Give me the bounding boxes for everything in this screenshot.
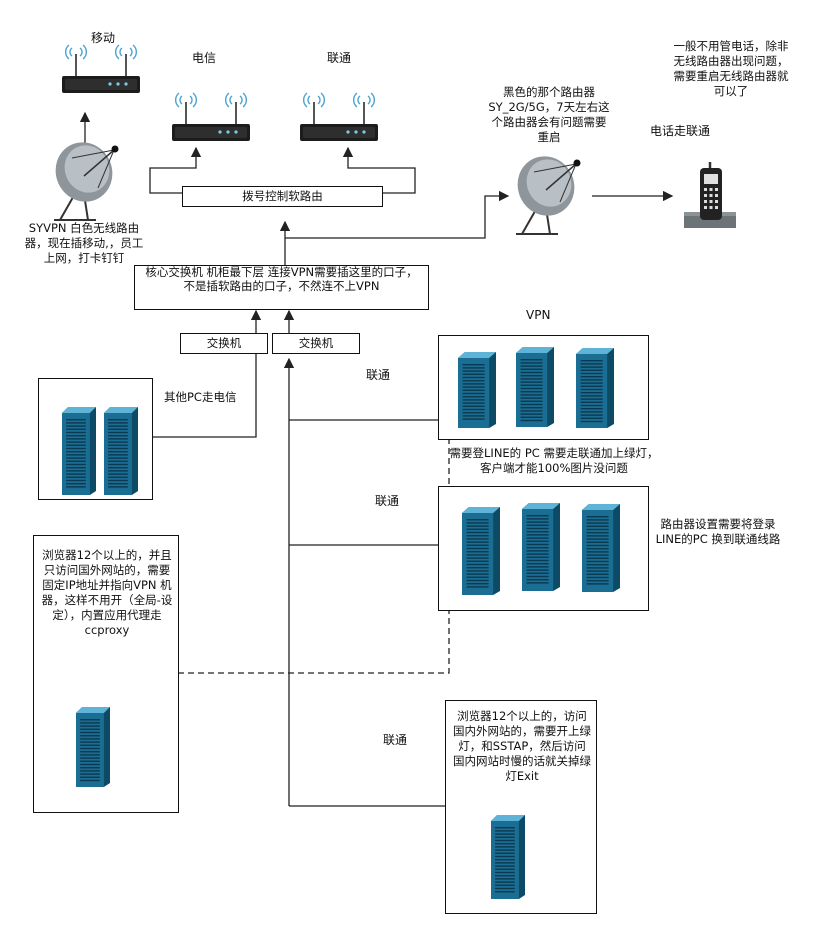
black-router-dish-icon (516, 156, 581, 235)
label-unicom-linepc: 联通 (375, 494, 400, 508)
server-icon (458, 352, 496, 428)
vpn-title: VPN (526, 308, 551, 322)
server-icon (522, 503, 560, 591)
label-telecom: 电信 (192, 51, 217, 65)
browser-sstap-note: 浏览器12个以上的，访问国内外网站的，需要开上绿灯，和SSTAP，然后访问国内网… (453, 709, 591, 783)
label-unicom-vpn: 联通 (366, 368, 391, 382)
telecom-router-icon (172, 92, 250, 141)
server-icon (462, 507, 500, 595)
switch-left-box (180, 333, 268, 354)
phone-unicom-label: 电话走联通 (650, 124, 711, 138)
server-icon (576, 348, 614, 428)
switch-left-label: 交换机 (206, 336, 242, 350)
line-otherpc-to-switch (153, 354, 257, 438)
other-pc-label: 其他PC走电信 (164, 390, 237, 404)
line-router-to-unicom (342, 146, 416, 194)
core-switch-box (134, 265, 429, 310)
unicom-router-icon (300, 92, 378, 141)
dial-router-label: 拨号控制软路由 (242, 189, 323, 203)
label-unicom-sstap: 联通 (383, 733, 408, 747)
switch-right-label: 交换机 (298, 336, 334, 350)
dial-router-box (182, 186, 383, 207)
mobile-router-icon (62, 44, 140, 93)
line-core-to-dish (285, 190, 510, 239)
browser-fixed-ip-note: 浏览器12个以上的，并且只访问国外网站的，需要固定IP地址并指向VPN 机器，这… (41, 548, 173, 637)
core-switch-label: 核心交换机 机柜最下层 连接VPN需要插这里的口子，不是插软路由的口子，不然连不… (145, 265, 418, 293)
telephone-icon (684, 162, 736, 228)
line-router-to-telecom (149, 146, 202, 194)
server-icon (104, 407, 138, 495)
router-setting-note: 路由器设置需要将登录LINE的PC 换到联通线路 (655, 517, 781, 546)
line-pc-note: 需要登LINE的 PC 需要走联通加上绿灯，客户端才能100%图片没问题 (449, 446, 659, 475)
phone-note: 一般不用管电话，除非无线路由器出现问题，需要重启无线路由器就可以了 (673, 39, 789, 98)
black-router-note: 黑色的那个路由器SY_2G/5G，7天左右这个路由器会有问题需要重启 (488, 85, 610, 144)
label-unicom: 联通 (327, 51, 352, 65)
server-icon (62, 407, 96, 495)
label-mobile: 移动 (91, 31, 116, 45)
syvpn-dish-icon (54, 142, 119, 221)
switch-right-box (272, 333, 360, 354)
server-icon (76, 707, 110, 787)
server-icon (491, 815, 525, 899)
server-icon (582, 504, 620, 592)
server-icon (516, 347, 554, 427)
dashed-line-browser-to-vpn (178, 393, 455, 674)
syvpn-note: SYVPN 白色无线路由器，现在插移动,，员工上网，打卡钉钉 (24, 221, 144, 265)
